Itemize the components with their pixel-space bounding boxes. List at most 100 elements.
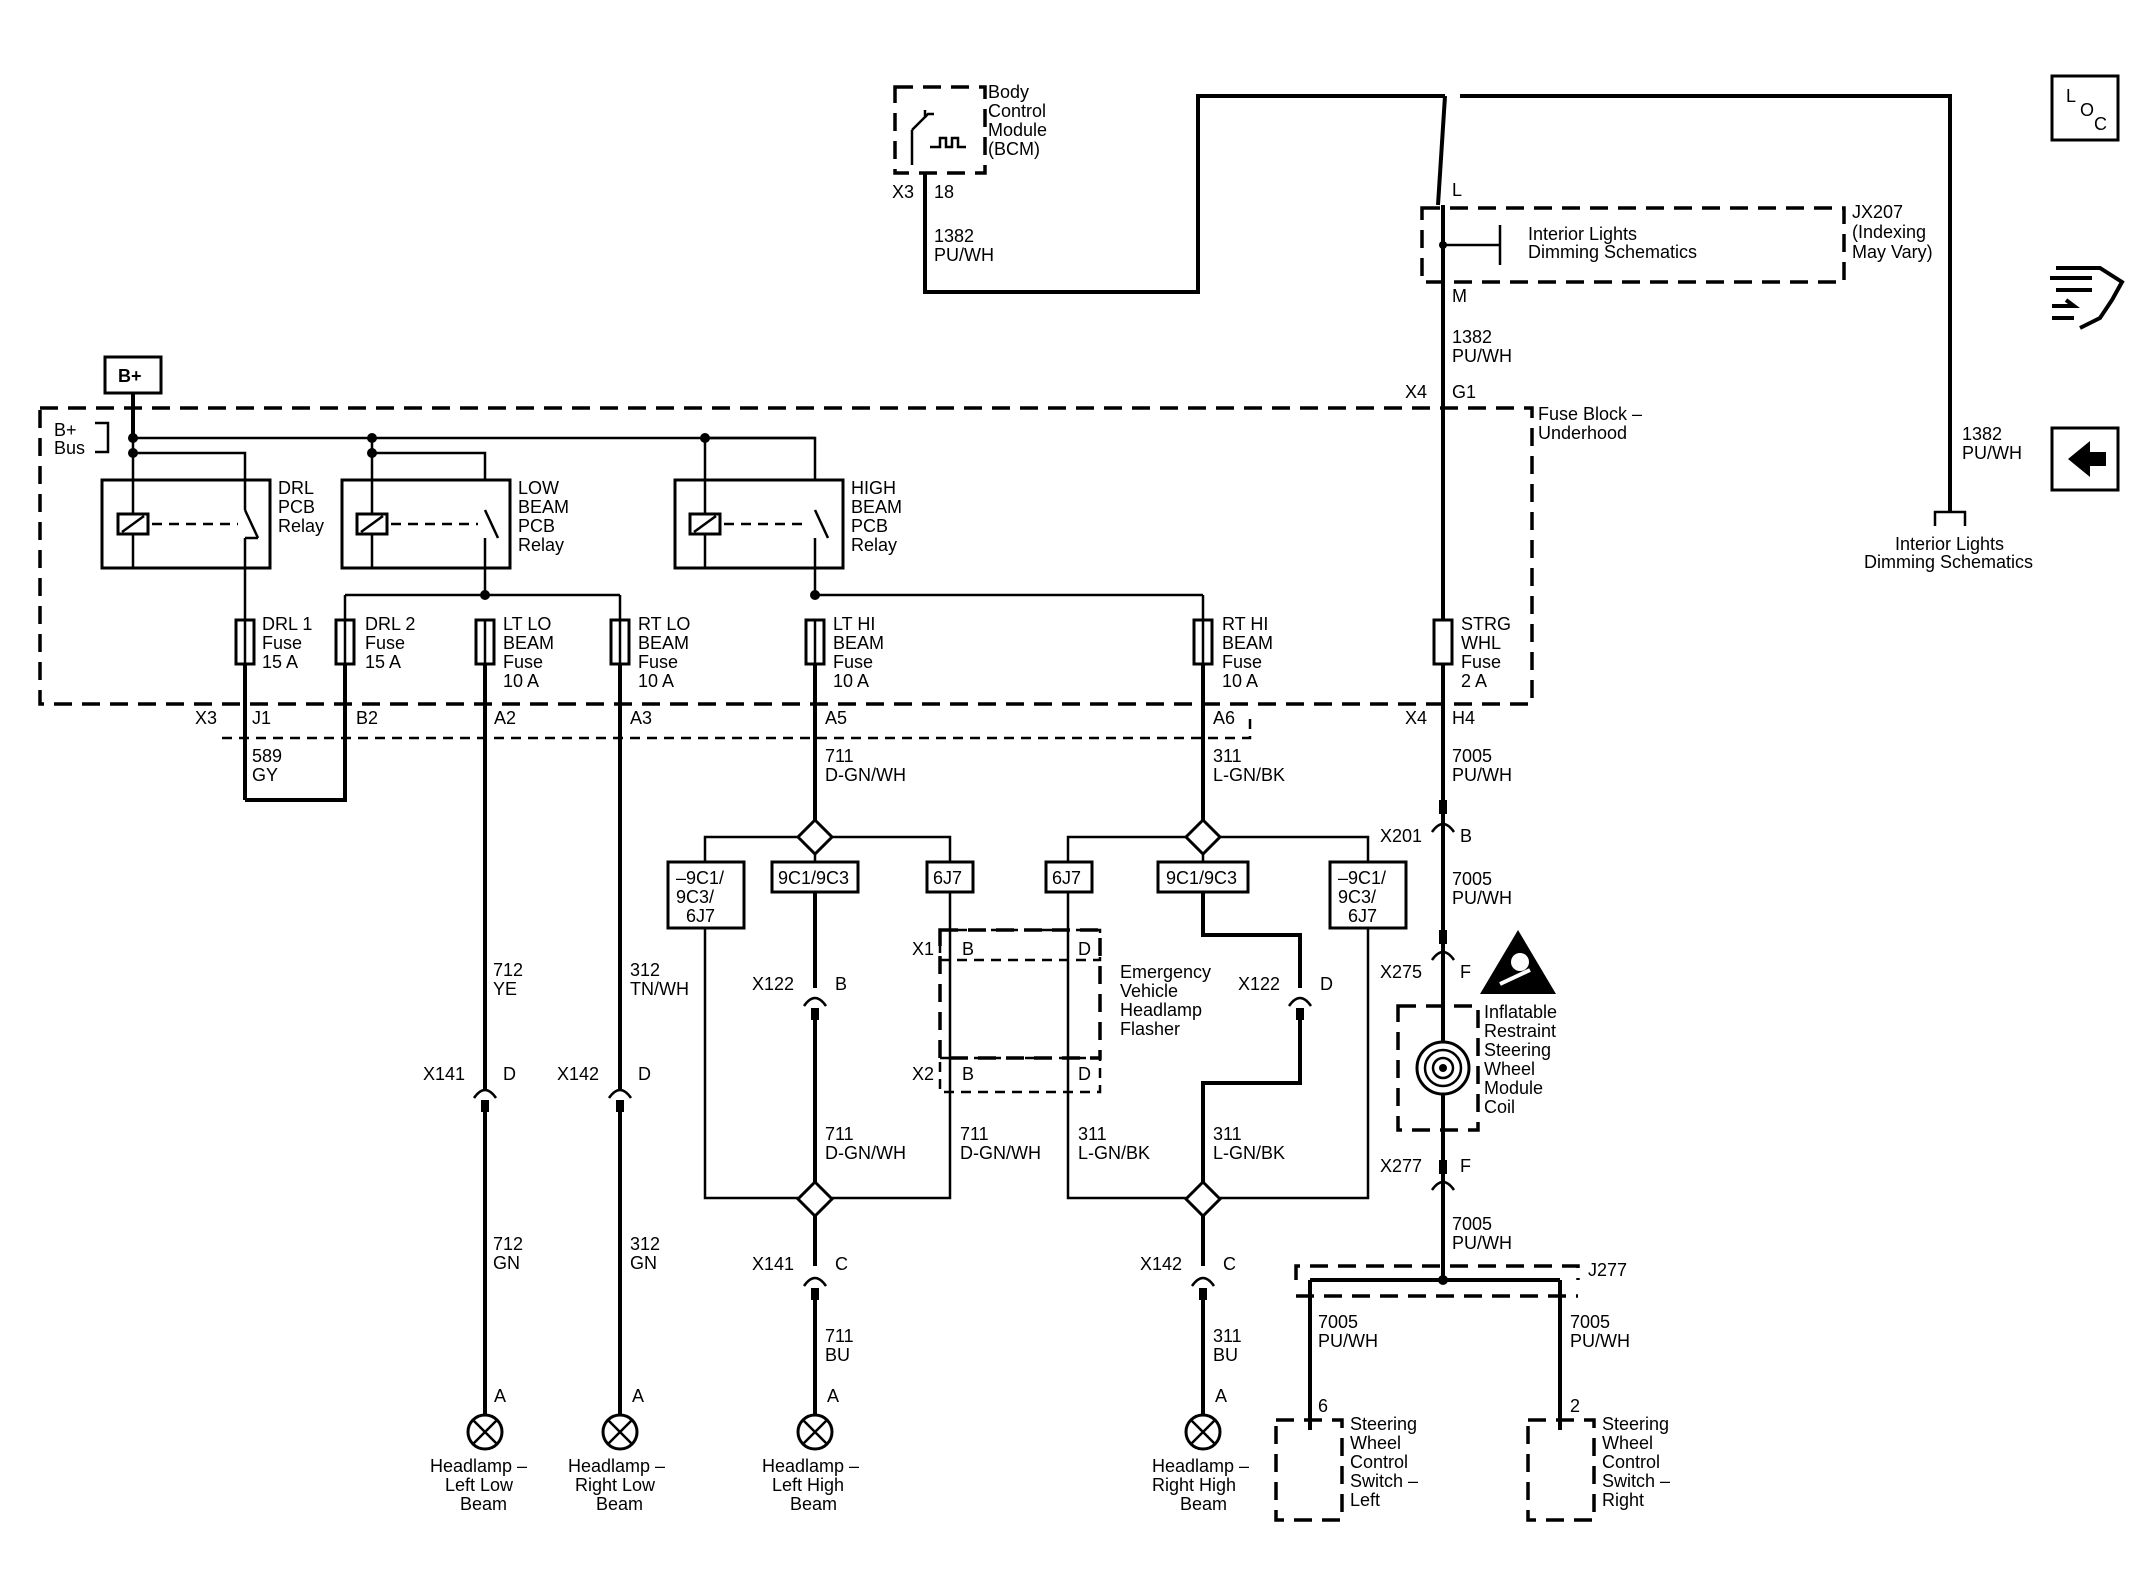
wire-589-num: 589: [252, 746, 282, 766]
schematic-label: 15 A: [262, 652, 298, 672]
schematic-label: L-GN/BK: [1078, 1143, 1150, 1163]
schematic-label: Steering: [1350, 1414, 1417, 1434]
schematic-label: X2: [912, 1064, 934, 1084]
schematic-label: Dimming Schematics: [1864, 552, 2033, 572]
schematic-label: X3: [892, 182, 914, 202]
schematic-label: PCB: [278, 497, 315, 517]
schematic-label: X142: [1140, 1254, 1182, 1274]
back-arrow-icon[interactable]: [2050, 426, 2120, 492]
schematic-label: A6: [1213, 708, 1235, 728]
schematic-label: BEAM: [503, 633, 554, 653]
schematic-label: PU/WH: [1452, 765, 1512, 785]
schematic-label: A2: [494, 708, 516, 728]
schematic-label: LT LO: [503, 614, 551, 634]
schematic-label: Control: [988, 101, 1046, 121]
schematic-label: Fuse: [503, 652, 543, 672]
schematic-label: HIGH: [851, 478, 896, 498]
schematic-label: LOW: [518, 478, 559, 498]
schematic-label: BEAM: [518, 497, 569, 517]
schematic-label: 7005: [1452, 746, 1492, 766]
wire-589-color: GY: [252, 765, 278, 785]
schematic-label: BEAM: [851, 497, 902, 517]
schematic-label: WHL: [1461, 633, 1501, 653]
schematic-label: 10 A: [638, 671, 674, 691]
schematic-label: J1: [252, 708, 271, 728]
schematic-label: BU: [1213, 1345, 1238, 1365]
schematic-label: BEAM: [1222, 633, 1273, 653]
schematic-label: A5: [825, 708, 847, 728]
location-icon[interactable]: L O C: [2050, 74, 2120, 142]
schematic-label: A: [827, 1386, 839, 1406]
schematic-label: Interior Lights: [1895, 534, 2004, 554]
schematic-label: (Indexing: [1852, 222, 1926, 242]
schematic-label: X3: [195, 708, 217, 728]
schematic-label: F: [1460, 1156, 1471, 1176]
schematic-label: BEAM: [833, 633, 884, 653]
schematic-label: X277: [1380, 1156, 1422, 1176]
schematic-label: 2: [1570, 1396, 1580, 1416]
interior-lights-reference: 1382 PU/WH Interior Lights Dimming Schem…: [1864, 424, 2033, 572]
schematic-label: PU/WH: [1452, 1233, 1512, 1253]
schematic-label: M: [1452, 286, 1467, 306]
schematic-label: B: [1460, 826, 1472, 846]
schematic-label: 1382: [1962, 424, 2002, 444]
schematic-label: B: [962, 939, 974, 959]
schematic-label: 7005: [1452, 1214, 1492, 1234]
schematic-label: Relay: [278, 516, 324, 536]
schematic-label: X141: [423, 1064, 465, 1084]
schematic-label: 312: [630, 960, 660, 980]
schematic-label: A3: [630, 708, 652, 728]
schematic-label: C: [2094, 114, 2107, 134]
schematic-label: D-GN/WH: [825, 1143, 906, 1163]
schematic-label: Headlamp –: [430, 1456, 527, 1476]
schematic-label: Headlamp –: [762, 1456, 859, 1476]
schematic-label: X122: [1238, 974, 1280, 994]
schematic-label: 6J7: [933, 868, 962, 888]
schematic-label: Relay: [518, 535, 564, 555]
emergency-vehicle-headlamp-flasher: X1 B D X2 B D Emergency Vehicle Headlamp…: [912, 928, 1211, 1094]
schematic-label: Left: [1350, 1490, 1380, 1510]
schematic-label: JX207: [1852, 202, 1903, 222]
schematic-label: 1382: [934, 226, 974, 246]
schematic-label: May Vary): [1852, 242, 1933, 262]
schematic-label: C: [835, 1254, 848, 1274]
connector-end-view-icon[interactable]: [2050, 266, 2125, 330]
schematic-label: Emergency: [1120, 962, 1211, 982]
schematic-label: GN: [493, 1253, 520, 1273]
schematic-label: D: [503, 1064, 516, 1084]
schematic-label: B+: [118, 366, 142, 386]
schematic-label: Fuse Block –: [1538, 404, 1642, 424]
schematic-label: 6J7: [1052, 868, 1081, 888]
schematic-label: Module: [1484, 1078, 1543, 1098]
schematic-label: GN: [630, 1253, 657, 1273]
schematic-label: B+: [54, 420, 77, 440]
schematic-label: D: [1078, 939, 1091, 959]
schematic-label: 712: [493, 1234, 523, 1254]
schematic-label: D-GN/WH: [960, 1143, 1041, 1163]
schematic-label: Headlamp –: [568, 1456, 665, 1476]
schematic-label: 10 A: [833, 671, 869, 691]
schematic-label: Relay: [851, 535, 897, 555]
schematic-label: Fuse: [1461, 652, 1501, 672]
schematic-label: X201: [1380, 826, 1422, 846]
schematic-label: 311: [1213, 746, 1242, 766]
schematic-label: Module: [988, 120, 1047, 140]
schematic-label: 7005: [1570, 1312, 1610, 1332]
schematic-label: –9C1/: [1338, 868, 1386, 888]
schematic-label: PCB: [518, 516, 555, 536]
schematic-label: YE: [493, 979, 517, 999]
schematic-label: L-GN/BK: [1213, 1143, 1285, 1163]
schematic-label: LT HI: [833, 614, 875, 634]
schematic-label: Control: [1350, 1452, 1408, 1472]
